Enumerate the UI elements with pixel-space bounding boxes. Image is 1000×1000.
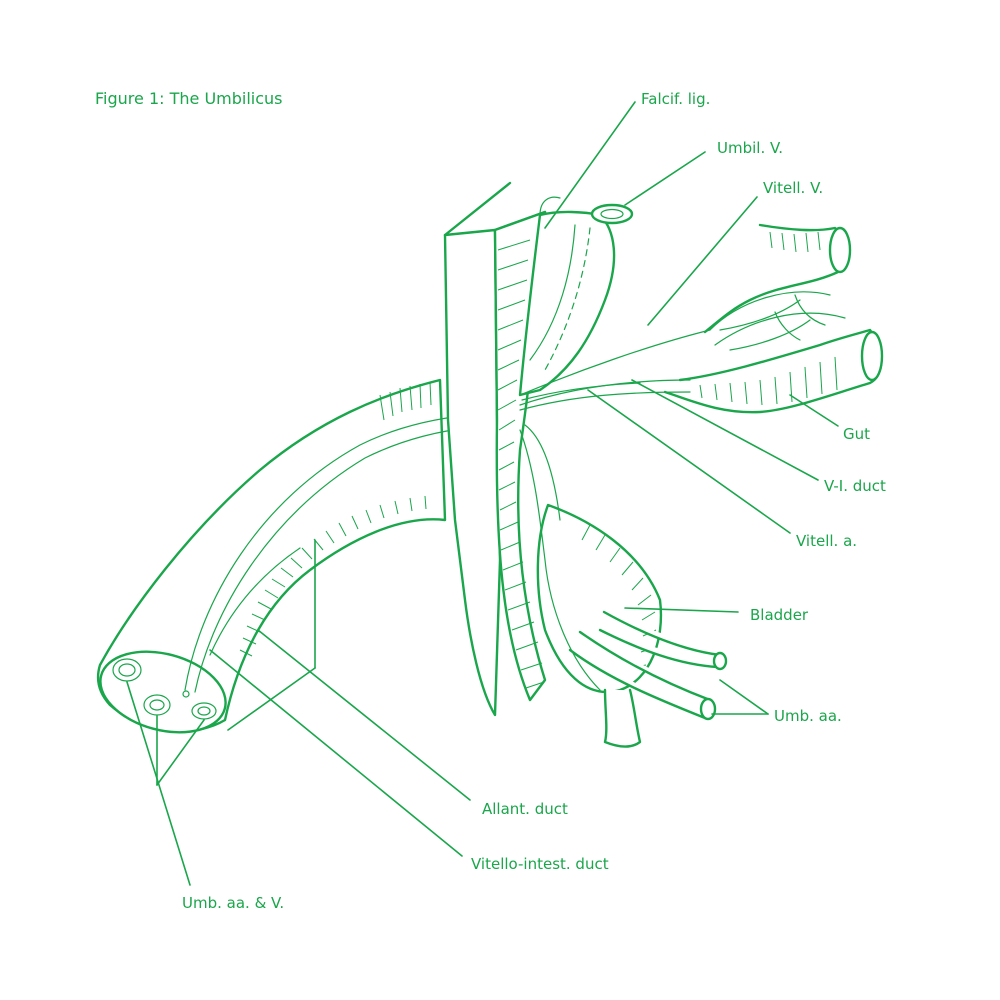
abdominal-wall — [443, 181, 547, 717]
gut-lower-cut-end — [860, 330, 884, 382]
umbilical-artery-lower-end — [699, 697, 717, 721]
mesentery-loop-1 — [709, 291, 846, 346]
leader-lines — [126, 101, 839, 886]
umbilical-vein-tube-lumen — [600, 208, 624, 220]
bladder-outline — [536, 503, 663, 693]
label-falciform: Falcif. lig. — [641, 90, 710, 108]
label-vitello-intest: Vitello-intest. duct — [471, 855, 609, 873]
label-umb-aa: Umb. aa. — [774, 707, 842, 725]
labels: Falcif. lig. Umbil. V. Vitell. V. Gut V-… — [182, 90, 886, 912]
label-umb-aa-v: Umb. aa. & V. — [182, 894, 284, 912]
cord-inner-duct-lower — [194, 427, 471, 693]
umbilical-vein-lumen — [149, 699, 165, 711]
label-allant: Allant. duct — [482, 800, 568, 818]
mesentery-vessels — [719, 294, 826, 351]
leader-allant-1 — [257, 629, 471, 801]
falciform-hook — [539, 196, 561, 216]
gut-hatching — [699, 231, 838, 406]
urachus-line-b — [524, 424, 561, 521]
cord-cut-face — [99, 650, 227, 734]
label-gut: Gut — [843, 425, 870, 443]
umbilical-artery-upper-end — [712, 651, 728, 671]
falciform-ligament — [518, 196, 634, 397]
leader-gut — [789, 394, 839, 427]
urachus-line-a — [519, 429, 601, 691]
leader-umb-aa-1 — [719, 679, 769, 715]
wall-side-hatching — [497, 239, 545, 689]
leader-allant-3 — [227, 667, 316, 731]
figure-title: Figure 1: The Umbilicus — [95, 89, 283, 108]
vitelline-artery-line — [521, 382, 641, 401]
cord-inner-duct-upper — [184, 414, 471, 691]
label-vitell-v: Vitell. V. — [763, 179, 823, 197]
umbilical-artery-1 — [112, 658, 142, 682]
leader-vitell-v — [647, 196, 758, 326]
cord-fold-line — [209, 547, 301, 656]
label-vitell-a: Vitell. a. — [796, 532, 857, 550]
vi-duct-line-b — [519, 391, 691, 411]
umbilical-artery-2-lumen — [197, 706, 211, 716]
label-vi-duct: V-I. duct — [824, 477, 886, 495]
leader-umb-aa-v-3 — [156, 719, 205, 786]
gut — [519, 223, 884, 414]
leader-vitello-intest — [209, 649, 463, 857]
gut-lower-loop — [663, 328, 883, 414]
leader-bladder — [624, 607, 739, 613]
wall-front-face — [443, 228, 502, 717]
label-umbil-v: Umbil. V. — [717, 139, 783, 157]
leader-vitell-a — [587, 389, 791, 534]
bladder-neck — [603, 688, 642, 748]
umbilical-vein — [143, 694, 171, 716]
umbilical-artery-lower-tube — [568, 630, 712, 720]
umbilical-artery-2 — [191, 702, 217, 720]
gut-upper-cut-end — [828, 226, 852, 274]
label-bladder: Bladder — [750, 606, 809, 624]
falciform-dashed-line — [544, 227, 591, 371]
leader-umbil-v — [624, 151, 706, 206]
umbilical-artery-upper-tube — [598, 610, 722, 669]
umbilical-arteries — [568, 610, 728, 721]
vitelline-vein-line — [519, 329, 711, 396]
allantois-lumen — [182, 690, 190, 698]
leader-vi-duct — [631, 379, 819, 481]
umbilical-cord — [96, 378, 471, 734]
cord-hatching — [239, 381, 432, 657]
umbilical-artery-1-lumen — [118, 663, 136, 677]
falciform-inner-line — [529, 224, 576, 361]
umbilical-vein-tube — [590, 203, 634, 225]
bladder — [519, 424, 663, 748]
leader-falciform — [544, 101, 636, 229]
